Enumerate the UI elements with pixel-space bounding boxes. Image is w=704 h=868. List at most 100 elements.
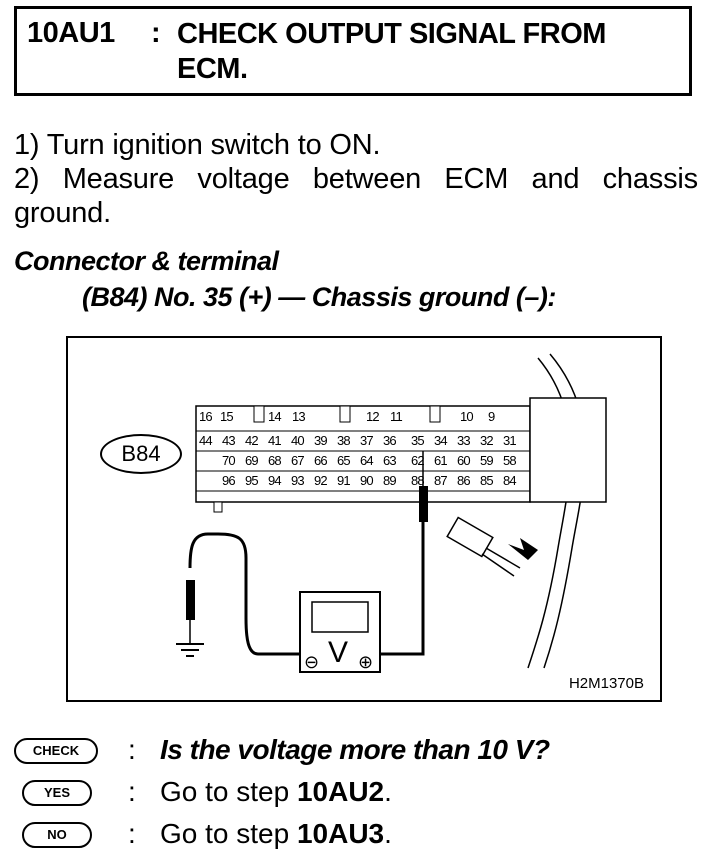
instruction-2-continuation: ground. <box>14 197 111 229</box>
pin-label: 14 <box>268 409 282 424</box>
positive-lead <box>368 522 425 656</box>
yes-action: Go to step 10AU2. <box>160 776 392 808</box>
pin-label: 65 <box>337 453 351 468</box>
positive-terminal-icon: ⊕ <box>358 652 374 672</box>
pin-label: 37 <box>360 433 374 448</box>
step-title: CHECK OUTPUT SIGNAL FROM ECM. <box>177 18 606 85</box>
pin-label: 63 <box>383 453 397 468</box>
instruction-2-word: Measure <box>62 163 175 195</box>
pin-label: 34 <box>434 433 448 448</box>
check-badge: CHECK <box>14 738 98 764</box>
connector-detail: (B84) No. 35 (+) — Chassis ground (–): <box>82 282 556 312</box>
voltmeter-symbol: V <box>328 636 349 669</box>
instruction-2-word: chassis <box>602 163 699 195</box>
step-colon: : <box>151 17 161 49</box>
no-prefix: Go to step <box>160 818 297 849</box>
pin-label: 36 <box>383 433 397 448</box>
yes-target: 10AU2 <box>296 776 385 807</box>
pin-label: 43 <box>222 433 236 448</box>
answers: CHECK : Is the voltage more than 10 V? Y… <box>14 734 694 860</box>
instruction-2-word: 2) <box>14 163 40 195</box>
instructions: 1) Turn ignition switch to ON. 2) Measur… <box>14 128 698 230</box>
wiring-diagram <box>176 353 607 673</box>
pin-label: 94 <box>268 473 282 488</box>
pin-label: 11 <box>390 409 403 424</box>
no-target: 10AU3 <box>296 818 385 849</box>
pin-label: 40 <box>291 433 305 448</box>
connector-housing <box>195 405 531 503</box>
pin-label: 39 <box>314 433 328 448</box>
no-badge: NO <box>22 822 92 848</box>
connector-label: B84 <box>100 434 182 474</box>
pin-label: 33 <box>457 433 471 448</box>
yes-prefix: Go to step <box>160 776 297 807</box>
pin-label: 62 <box>411 453 425 468</box>
pin-label: 60 <box>457 453 471 468</box>
pin-label: 69 <box>245 453 259 468</box>
pin-label: 13 <box>292 409 306 424</box>
no-row: NO : Go to step 10AU3. <box>14 818 694 860</box>
pin-label: 12 <box>366 409 380 424</box>
pin-label: 9 <box>488 409 495 424</box>
pin-label: 31 <box>503 433 517 448</box>
check-row: CHECK : Is the voltage more than 10 V? <box>14 734 694 776</box>
positive-probe <box>419 486 428 522</box>
step-header: 10AU1 : CHECK OUTPUT SIGNAL FROM ECM. <box>14 6 692 96</box>
instruction-2-word: and <box>531 163 580 195</box>
instruction-2-word: ECM <box>444 163 509 195</box>
pin-label: 89 <box>383 473 397 488</box>
pin-label: 68 <box>268 453 282 468</box>
pin-label: 92 <box>314 473 328 488</box>
pin-label: 44 <box>199 433 213 448</box>
pin-label: 10 <box>460 409 474 424</box>
pin-label: 86 <box>457 473 471 488</box>
yes-badge: YES <box>22 780 92 806</box>
pin-label: 90 <box>360 473 374 488</box>
pin-label: 42 <box>245 433 259 448</box>
pin-label: 87 <box>434 473 448 488</box>
pin-label: 35 <box>411 433 425 448</box>
pin-label: 85 <box>480 473 494 488</box>
step-id: 10AU1 <box>27 17 115 49</box>
negative-lead <box>188 532 300 656</box>
pin-label: 64 <box>360 453 374 468</box>
yes-row: YES : Go to step 10AU2. <box>14 776 694 818</box>
check-question: Is the voltage more than 10 V? <box>160 734 550 765</box>
connector-heading: Connector & terminal <box>14 246 279 276</box>
pin-label: 66 <box>314 453 328 468</box>
pin-label: 95 <box>245 473 259 488</box>
negative-probe <box>186 580 195 620</box>
check-colon: : <box>128 734 136 765</box>
pin-label: 96 <box>222 473 236 488</box>
arrow-icon <box>508 538 538 560</box>
no-suffix: . <box>384 818 392 849</box>
yes-colon: : <box>128 776 136 807</box>
pin-label: 15 <box>220 409 234 424</box>
yes-suffix: . <box>384 776 392 807</box>
pin-label: 38 <box>337 433 351 448</box>
pin-label: 91 <box>337 473 351 488</box>
plug-icon <box>446 516 494 558</box>
instruction-1: 1) Turn ignition switch to ON. <box>14 129 381 161</box>
pin-label: 41 <box>268 433 282 448</box>
instruction-2-word: voltage <box>197 163 290 195</box>
wiring-figure: B84 16 15 14 13 12 11 10 9 44 43 42 41 4… <box>66 336 662 702</box>
pin-label: 84 <box>503 473 517 488</box>
instruction-2-word: between <box>312 163 422 195</box>
no-action: Go to step 10AU3. <box>160 818 392 850</box>
pin-label: 88 <box>411 473 425 488</box>
pin-label: 70 <box>222 453 236 468</box>
pin-label: 61 <box>434 453 448 468</box>
pin-label: 16 <box>199 409 213 424</box>
pin-label: 59 <box>480 453 494 468</box>
instruction-2: 2) Measure voltage between ECM and chass… <box>14 162 698 196</box>
pin-label: 67 <box>291 453 305 468</box>
negative-terminal-icon: ⊖ <box>304 652 320 672</box>
figure-code: H2M1370B <box>568 675 644 692</box>
no-colon: : <box>128 818 136 849</box>
ecm-body <box>529 397 607 503</box>
voltmeter-display <box>311 601 369 633</box>
pin-label: 32 <box>480 433 494 448</box>
pin-label: 93 <box>291 473 305 488</box>
pin-label: 58 <box>503 453 517 468</box>
